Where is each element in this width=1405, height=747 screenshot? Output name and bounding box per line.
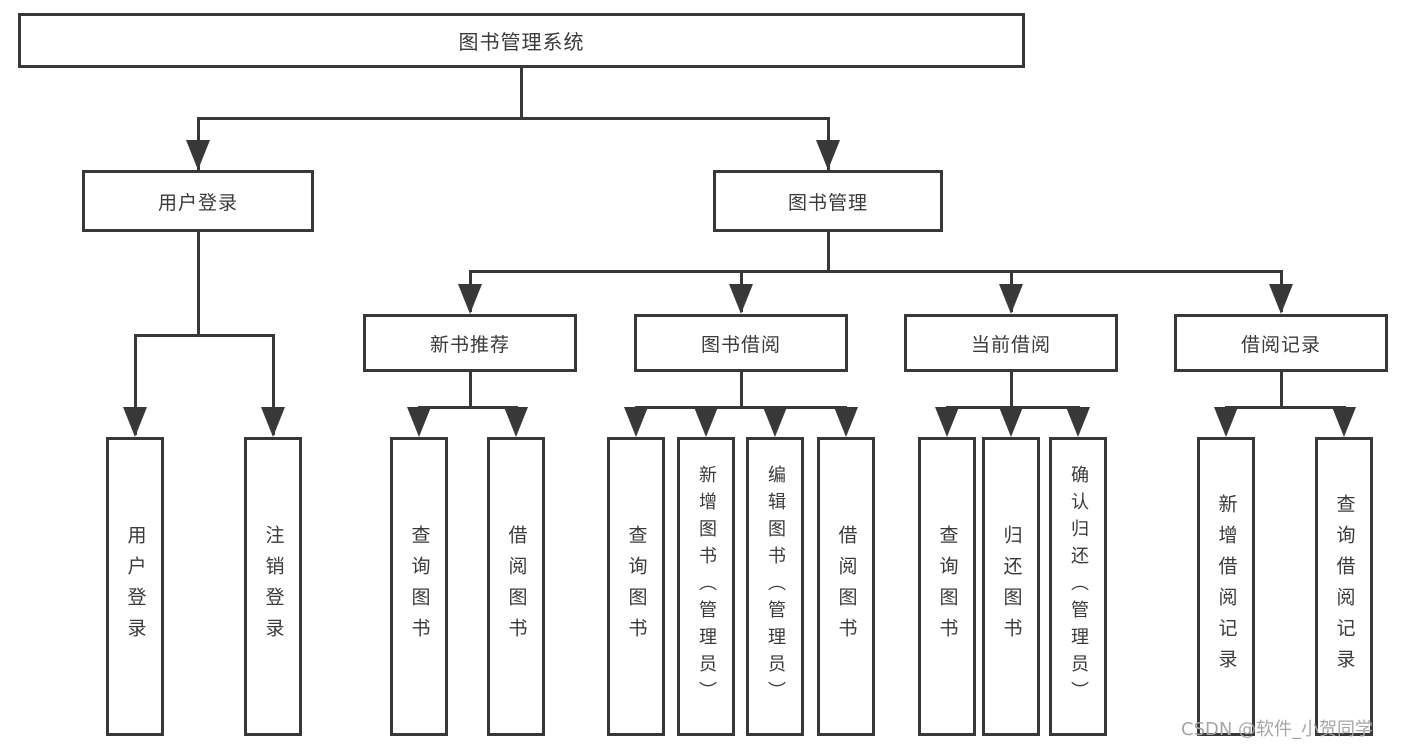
leaf-records-query-record: 查询借阅记录 [1315, 437, 1373, 736]
leaf-rec-query-books: 查询图书 [390, 437, 448, 736]
node-root-label: 图书管理系统 [458, 30, 585, 54]
connector-vline [520, 68, 523, 118]
leaf-records-add-record: 新增借阅记录 [1197, 437, 1255, 736]
arrowhead-down-icon [1332, 407, 1356, 437]
connector-hline [469, 270, 1282, 273]
leaf-rec-borrow-books-label: 借阅图书 [505, 524, 528, 649]
leaf-borrow-add-books-admin-label: 新增图书（管理员） [696, 465, 717, 708]
arrowhead-down-icon [458, 284, 482, 314]
arrowhead-down-icon [186, 140, 210, 170]
connector-hline [635, 406, 847, 409]
node-current-borrow-label: 当前借阅 [970, 333, 1051, 356]
node-new-book-rec-label: 新书推荐 [429, 333, 510, 356]
connector-hline [1225, 406, 1346, 409]
connector-vline [1280, 372, 1283, 409]
arrowhead-down-icon [123, 407, 147, 437]
leaf-logout: 注销登录 [244, 437, 302, 736]
leaf-records-add-record-label: 新增借阅记录 [1215, 493, 1238, 680]
node-book-mgmt: 图书管理 [713, 170, 943, 232]
arrowhead-down-icon [624, 407, 648, 437]
node-user-login: 用户登录 [82, 170, 314, 232]
leaf-records-query-record-label: 查询借阅记录 [1333, 493, 1356, 680]
leaf-borrow-edit-books-admin-label: 编辑图书（管理员） [765, 465, 786, 708]
arrowhead-down-icon [1066, 407, 1090, 437]
node-root: 图书管理系统 [18, 13, 1025, 68]
leaf-current-query-books-label: 查询图书 [936, 524, 959, 649]
leaf-user-login: 用户登录 [106, 437, 164, 736]
connector-hline [197, 117, 830, 120]
arrowhead-down-icon [1214, 407, 1238, 437]
arrowhead-down-icon [261, 407, 285, 437]
arrowhead-down-icon [834, 407, 858, 437]
leaf-current-return-books: 归还图书 [982, 437, 1040, 736]
leaf-logout-label: 注销登录 [262, 524, 285, 649]
connector-vline [740, 372, 743, 409]
connector-vline [197, 232, 200, 336]
arrowhead-down-icon [504, 407, 528, 437]
arrowhead-down-icon [763, 407, 787, 437]
watermark: CSDN @软件_小贺同学 [1181, 719, 1374, 740]
arrowhead-down-icon [1269, 284, 1293, 314]
arrowhead-down-icon [999, 284, 1023, 314]
leaf-user-login-label: 用户登录 [124, 524, 147, 649]
leaf-current-confirm-return-admin: 确认归还（管理员） [1049, 437, 1107, 736]
node-book-mgmt-label: 图书管理 [787, 191, 868, 214]
leaf-current-query-books: 查询图书 [918, 437, 976, 736]
arrowhead-down-icon [729, 284, 753, 314]
node-user-login-label: 用户登录 [157, 191, 238, 214]
arrowhead-down-icon [999, 407, 1023, 437]
leaf-current-confirm-return-admin-label: 确认归还（管理员） [1068, 465, 1089, 708]
arrowhead-down-icon [694, 407, 718, 437]
node-current-borrow: 当前借阅 [904, 314, 1118, 372]
leaf-current-return-books-label: 归还图书 [1000, 524, 1023, 649]
leaf-borrow-query-books: 查询图书 [607, 437, 665, 736]
arrowhead-down-icon [407, 407, 431, 437]
leaf-borrow-add-books-admin: 新增图书（管理员） [677, 437, 735, 736]
leaf-rec-borrow-books: 借阅图书 [487, 437, 545, 736]
arrowhead-down-icon [935, 407, 959, 437]
node-new-book-rec: 新书推荐 [363, 314, 577, 372]
connector-hline [134, 334, 275, 337]
arrowhead-down-icon [816, 140, 840, 170]
node-borrow-records: 借阅记录 [1174, 314, 1388, 372]
connector-vline [827, 232, 830, 272]
leaf-borrow-query-books-label: 查询图书 [625, 524, 648, 649]
leaf-borrow-borrow-books-label: 借阅图书 [835, 524, 858, 649]
connector-vline [469, 372, 472, 409]
node-borrow-records-label: 借阅记录 [1240, 333, 1321, 356]
connector-vline [134, 334, 137, 435]
node-book-borrow: 图书借阅 [634, 314, 848, 372]
node-book-borrow-label: 图书借阅 [700, 333, 781, 356]
connector-vline [272, 334, 275, 435]
leaf-borrow-edit-books-admin: 编辑图书（管理员） [746, 437, 804, 736]
connector-hline [418, 406, 518, 409]
leaf-borrow-borrow-books: 借阅图书 [817, 437, 875, 736]
connector-vline [1010, 372, 1013, 409]
leaf-rec-query-books-label: 查询图书 [408, 524, 431, 649]
